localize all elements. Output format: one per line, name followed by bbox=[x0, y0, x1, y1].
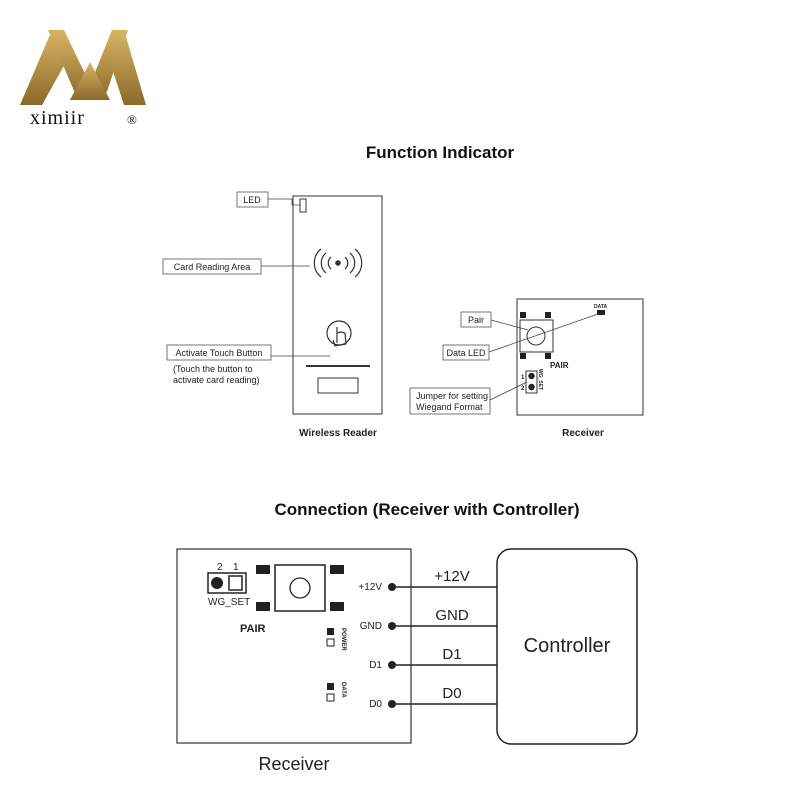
conn-data-label: DATA bbox=[340, 682, 346, 698]
reader-callouts: LED Card Reading Area Activate Touch But… bbox=[162, 191, 330, 385]
board-pin2: 2 bbox=[521, 386, 525, 392]
wire-gnd-label: GND bbox=[435, 607, 469, 624]
wire-12v-label: +12V bbox=[434, 568, 469, 585]
board-pair-label: PAIR bbox=[550, 361, 569, 370]
callout-data-led: Data LED bbox=[446, 348, 486, 358]
brand-logo: ximiir ® bbox=[20, 30, 146, 129]
reader-led bbox=[299, 198, 307, 213]
terminal-d1-label: D1 bbox=[369, 660, 382, 671]
caption-wireless-reader: Wireless Reader bbox=[299, 428, 377, 439]
data-led-small bbox=[597, 310, 605, 315]
wires bbox=[392, 586, 497, 705]
conn-pin1-label: 1 bbox=[233, 562, 239, 573]
card-reading-icon bbox=[313, 248, 363, 278]
receiver-callouts: Pair Data LED Jumper for setting Wiegand… bbox=[409, 311, 599, 415]
data-led-large bbox=[327, 683, 334, 690]
board-data-label: DATA bbox=[594, 304, 608, 310]
callout-led: LED bbox=[243, 195, 261, 205]
receiver-board-large: 2 1 WG_SET PAIR POWER DATA +12V GND D1 D… bbox=[176, 548, 412, 744]
controller-label: Controller bbox=[524, 635, 611, 657]
touch-hand-icon bbox=[326, 320, 352, 347]
callout-card-area: Card Reading Area bbox=[174, 262, 251, 272]
conn-power-label: POWER bbox=[340, 628, 346, 651]
callout-touch: Activate Touch Button bbox=[176, 348, 263, 358]
section-title-connection: Connection (Receiver with Controller) bbox=[274, 500, 579, 519]
wire-d0-label: D0 bbox=[442, 685, 461, 702]
controller-box bbox=[496, 548, 638, 745]
jumper-small bbox=[525, 370, 538, 394]
brand-name: ximiir bbox=[30, 107, 85, 129]
caption-receiver: Receiver bbox=[562, 428, 604, 439]
power-led bbox=[327, 628, 334, 635]
callout-pair: Pair bbox=[468, 315, 484, 325]
callout-jumper-1: Jumper for setting bbox=[416, 391, 488, 401]
reader-slot bbox=[317, 377, 359, 394]
conn-pin2-label: 2 bbox=[217, 562, 223, 573]
registered-mark: ® bbox=[127, 112, 138, 127]
terminal-d0-label: D0 bbox=[369, 699, 382, 710]
terminal-gnd-label: GND bbox=[360, 621, 382, 632]
callout-jumper-2: Wiegand Format bbox=[416, 402, 483, 412]
caption-receiver-large: Receiver bbox=[258, 754, 329, 774]
terminal-12v-label: +12V bbox=[358, 582, 382, 593]
callout-touch-note-2: activate card reading) bbox=[173, 375, 260, 385]
callout-touch-note-1: (Touch the button to bbox=[173, 364, 253, 374]
wireless-reader bbox=[292, 195, 383, 415]
section-title-function-indicator: Function Indicator bbox=[366, 143, 515, 162]
conn-pair-label: PAIR bbox=[240, 623, 266, 635]
wire-d1-label: D1 bbox=[442, 646, 461, 663]
board-wg-label: WG_SET bbox=[537, 369, 543, 390]
board-pin1: 1 bbox=[521, 375, 525, 381]
receiver-board-small: DATA PAIR 1 2 WG_SET bbox=[516, 298, 644, 416]
conn-wg-label: WG_SET bbox=[208, 597, 250, 608]
